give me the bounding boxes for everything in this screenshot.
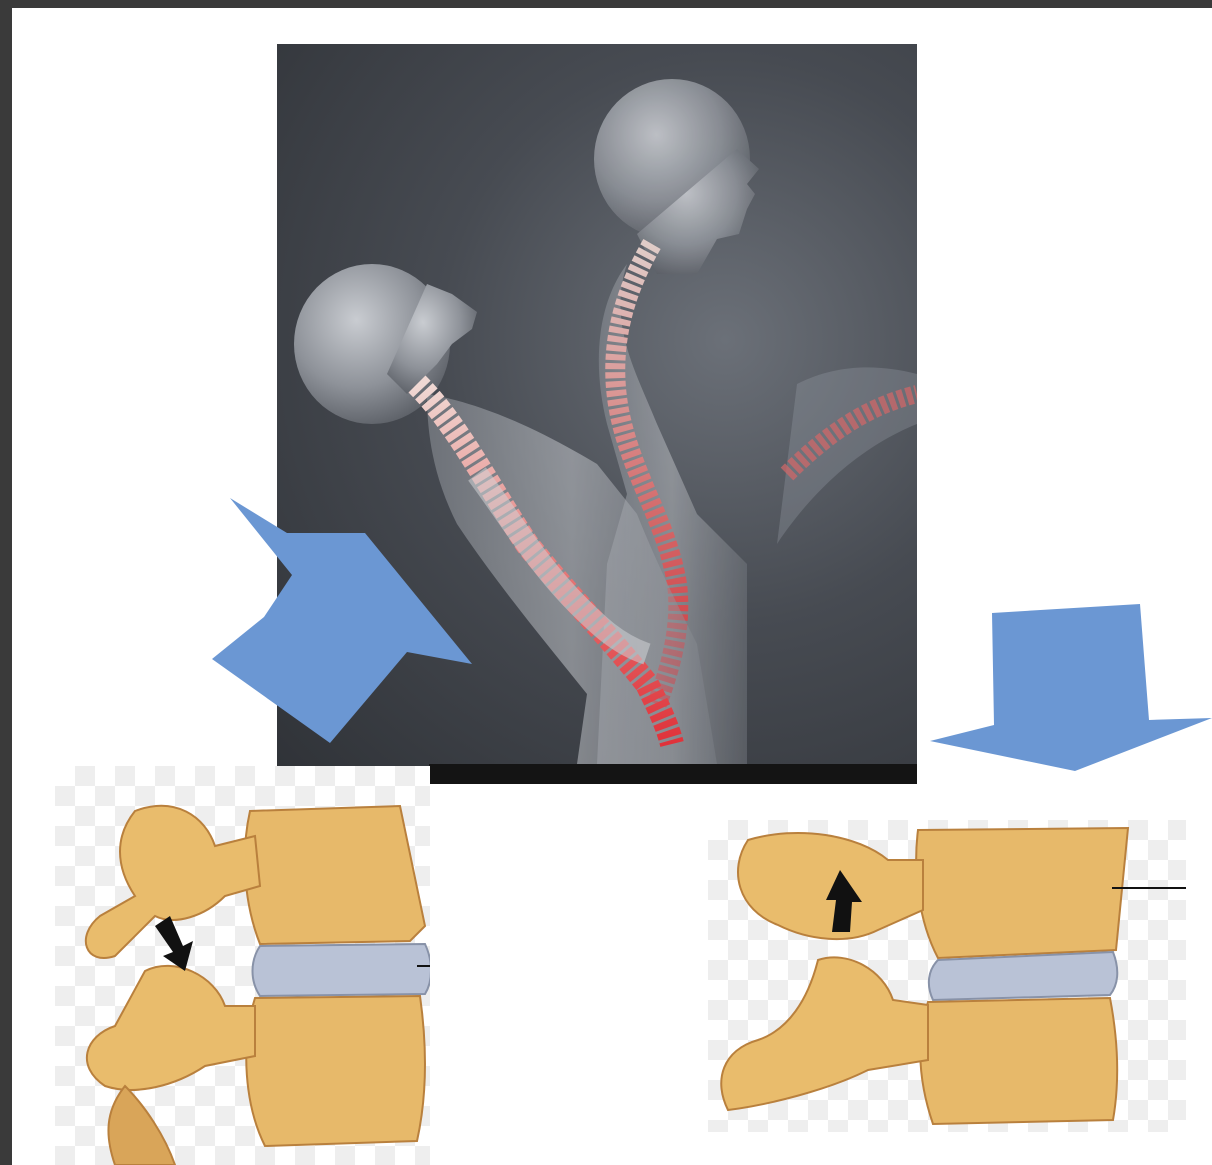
- human-figures-illustration: [277, 44, 917, 764]
- down-arrow-icon: [155, 916, 193, 971]
- vertebra-extension-diagram: [55, 766, 430, 1165]
- spine-posture-photo: [277, 44, 917, 784]
- vertebra-flexion-diagram: [708, 820, 1186, 1132]
- photo-caption-bar: [429, 764, 917, 784]
- vertebra-illustration-left: [55, 766, 430, 1165]
- vertebra-illustration-right: [708, 820, 1186, 1132]
- slide-canvas: [12, 8, 1212, 1165]
